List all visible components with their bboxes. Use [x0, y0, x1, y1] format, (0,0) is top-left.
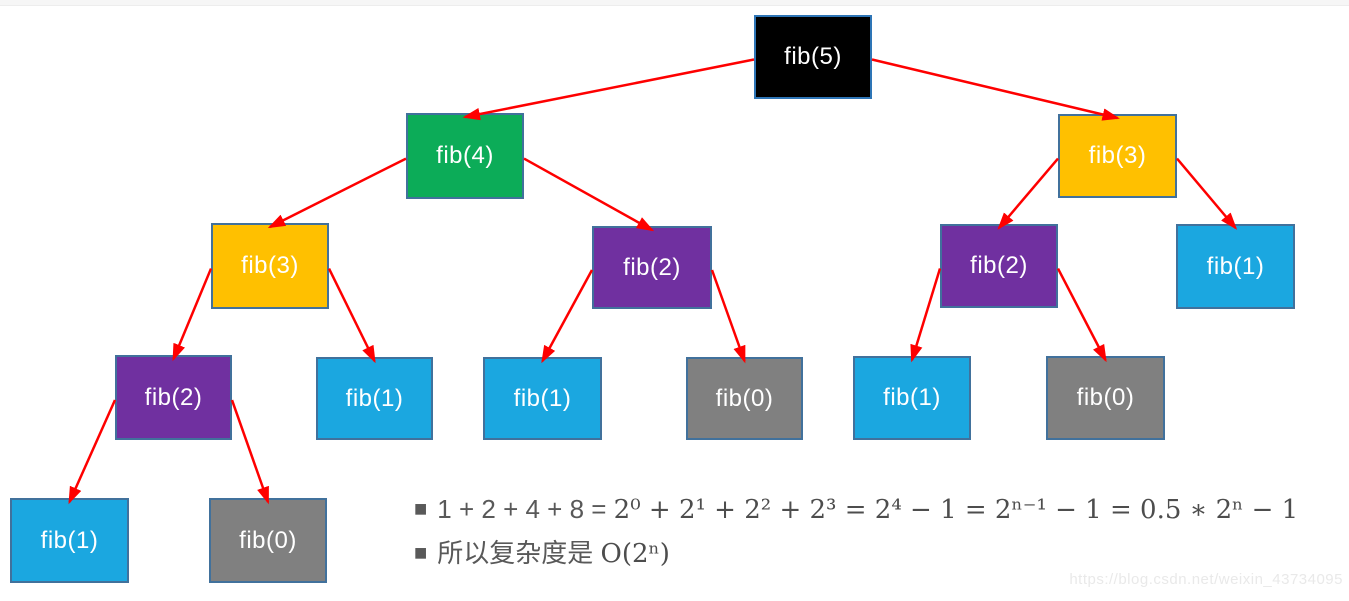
tree-node-fib4: fib(4) — [406, 113, 524, 199]
complexity-caption: ■ 1 + 2 + 4 + 8 = 2⁰ + 2¹ + 2² + 2³ = 2⁴ … — [414, 487, 1298, 575]
tree-node-fib0c: fib(0) — [209, 498, 327, 583]
tree-node-fib1b: fib(1) — [316, 357, 433, 440]
tree-node-fib1d: fib(1) — [853, 356, 971, 440]
tree-node-fib1e: fib(1) — [10, 498, 129, 583]
tree-node-fib2r: fib(2) — [940, 224, 1058, 308]
tree-node-fib2m: fib(2) — [592, 226, 712, 309]
tree-node-fib5: fib(5) — [754, 15, 872, 99]
bullet-square-icon: ■ — [414, 540, 428, 565]
caption-sum-math: 2⁰ + 2¹ + 2² + 2³ = 2⁴ − 1 = 2ⁿ⁻¹ − 1 = … — [613, 495, 1299, 525]
tree-node-fib1c: fib(1) — [483, 357, 602, 440]
tree-node-fib2l: fib(2) — [115, 355, 232, 440]
bullet-square-icon: ■ — [414, 496, 428, 521]
tree-node-fib0a: fib(0) — [686, 357, 803, 440]
caption-line-sum: ■ 1 + 2 + 4 + 8 = 2⁰ + 2¹ + 2² + 2³ = 2⁴ … — [414, 487, 1298, 531]
top-strip — [0, 0, 1349, 6]
tree-node-fib3r: fib(3) — [1058, 114, 1177, 198]
caption-sum-prefix: 1 + 2 + 4 + 8 = — [437, 494, 614, 524]
caption-complexity-math: O(2ⁿ) — [600, 539, 670, 569]
caption-line-complexity: ■ 所以复杂度是 O(2ⁿ) — [414, 531, 1298, 575]
tree-node-fib0b: fib(0) — [1046, 356, 1165, 440]
tree-node-fib3l: fib(3) — [211, 223, 329, 309]
watermark-url: https://blog.csdn.net/weixin_43734095 — [1069, 571, 1343, 588]
caption-complexity-text: 所以复杂度是 — [437, 538, 601, 568]
tree-node-fib1rr: fib(1) — [1176, 224, 1295, 309]
